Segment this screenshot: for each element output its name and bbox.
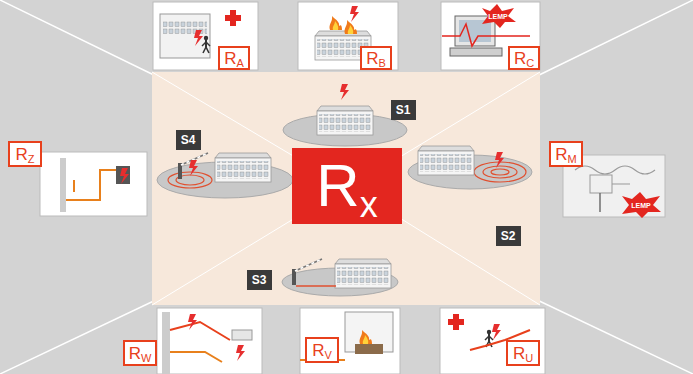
source-box: S3	[247, 270, 272, 290]
node-text: RC	[514, 50, 534, 67]
lemp-label: LEMP	[631, 202, 650, 209]
node-text: RV	[312, 342, 332, 359]
risk-label: RA	[218, 46, 250, 70]
risk-label: RV	[305, 337, 339, 363]
risk-label: RC	[508, 46, 540, 70]
node-text: Rx	[316, 156, 377, 216]
node-text: RM	[555, 146, 576, 163]
source-box: S2	[496, 226, 521, 246]
node-text: S1	[396, 104, 411, 116]
lemp-label: LEMP	[488, 13, 507, 20]
source-box: S1	[391, 100, 416, 120]
risk-label: RM	[549, 141, 583, 167]
risk-label: RZ	[8, 141, 42, 167]
risk-label: RB	[360, 46, 392, 70]
source-box: S4	[176, 130, 201, 150]
node-text: RB	[366, 50, 386, 67]
node-text: RU	[513, 345, 533, 362]
node-text: S3	[252, 274, 267, 286]
risk-label: RW	[123, 340, 157, 366]
node-text: S2	[501, 230, 516, 242]
node-text: RW	[129, 345, 152, 362]
risk-label: RU	[506, 340, 540, 366]
node-text: S4	[181, 134, 196, 146]
node-text: RA	[224, 50, 244, 67]
node-text: RZ	[15, 146, 34, 163]
total-risk-box: Rx	[292, 148, 402, 224]
